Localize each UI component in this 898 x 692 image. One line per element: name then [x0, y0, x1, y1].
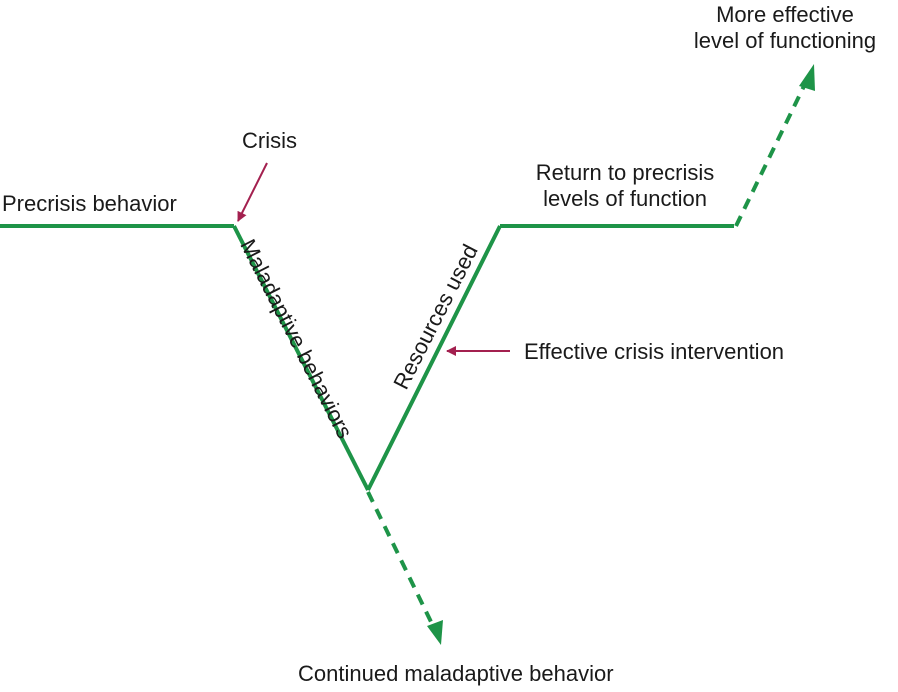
- continued-maladaptive-behavior-label: Continued maladaptive behavior: [298, 661, 614, 686]
- decline-dashed-line: [366, 491, 436, 629]
- return-to-precrisis-line-1: Return to precrisis: [535, 160, 715, 185]
- maladaptive-descent-line: [232, 225, 370, 491]
- return-to-precrisis-label: Return to precrisis levels of function: [512, 160, 738, 212]
- improvement-dashed-line: [734, 81, 808, 227]
- more-effective-line-1: More effective: [716, 2, 854, 27]
- return-to-precrisis-line-2: levels of function: [543, 186, 707, 211]
- precrisis-behavior-label: Precrisis behavior: [2, 191, 177, 216]
- improvement-arrowhead-icon: [799, 64, 815, 91]
- crisis-pointer-arrow-icon: [237, 162, 268, 222]
- more-effective-line-2: level of functioning: [693, 28, 877, 53]
- decline-arrowhead-icon: [427, 620, 443, 645]
- crisis-label: Crisis: [242, 128, 297, 153]
- effective-crisis-intervention-label: Effective crisis intervention: [524, 339, 785, 364]
- recovery-ascent-line: [366, 225, 502, 491]
- more-effective-functioning-label: More effective level of functioning: [672, 2, 898, 54]
